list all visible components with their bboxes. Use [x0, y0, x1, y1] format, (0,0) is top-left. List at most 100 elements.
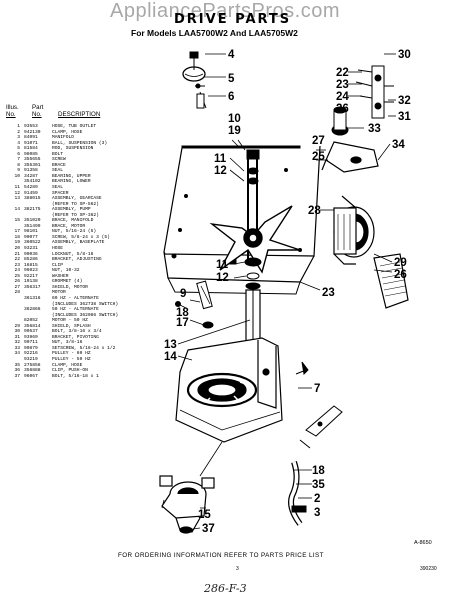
- parts-table-header: Illus. Part No. No. DESCRIPTION: [6, 104, 146, 118]
- callout-33: 33: [368, 123, 381, 135]
- part-description: MOTOR - 50 HZ: [52, 318, 88, 324]
- callout-18b: 18: [312, 465, 325, 477]
- figure-code: A-8650: [414, 540, 432, 546]
- part-description: BOLT: [52, 151, 64, 157]
- part-illus-no: 2: [17, 129, 20, 135]
- part-number: 351020: [24, 218, 41, 224]
- part-number: 362866: [24, 307, 41, 313]
- part-illus-no: 15: [14, 218, 20, 224]
- header-illus: Illus.: [6, 104, 19, 111]
- part-illus-no: 4: [17, 140, 20, 146]
- part-number: 93219: [24, 356, 38, 362]
- ordering-footer: FOR ORDERING INFORMATION REFER TO PARTS …: [118, 552, 324, 559]
- part-number: 19138: [24, 279, 38, 285]
- callout-4: 4: [228, 49, 235, 61]
- header-part-no: No.: [32, 111, 42, 118]
- part-number: 93553: [24, 124, 38, 129]
- part-description: BEARING, LOWER: [52, 179, 91, 185]
- callout-32: 32: [398, 95, 411, 107]
- part-illus-no: 3: [17, 135, 20, 141]
- part-number: 351499: [24, 223, 41, 229]
- callout-12: 12: [214, 165, 227, 177]
- part-illus-no: 36: [14, 368, 20, 374]
- lower-seals-shape: [244, 257, 262, 351]
- part-description: SHIELD, MOTOR: [52, 284, 88, 290]
- gearcase-shape: [175, 337, 283, 443]
- part-illus-no: 30: [14, 329, 20, 335]
- callout-26b: 26: [394, 269, 407, 281]
- callout-14: 14: [164, 351, 177, 363]
- suspension-rod-shape: [195, 83, 207, 109]
- part-description: SCREW: [52, 157, 66, 163]
- part-description: LOCKNUT, 5/8-16: [52, 251, 94, 257]
- part-number: 93231: [24, 246, 38, 252]
- callout-27: 27: [312, 135, 325, 147]
- callout-26: 26: [336, 103, 349, 115]
- doc-code: 390230: [420, 566, 437, 572]
- callout-2: 2: [314, 493, 320, 505]
- motor-shield-shape: [321, 141, 379, 173]
- part-illus-no: 5: [17, 146, 20, 152]
- callout-28: 28: [308, 205, 321, 217]
- parts-row: 15 351020 BRACE, MANIFOLD: [6, 218, 146, 224]
- part-number: 360522: [24, 240, 41, 246]
- part-illus-no: 21: [14, 251, 20, 257]
- handwritten-note: 286-F-3: [204, 582, 247, 595]
- part-illus-no: 28: [14, 290, 20, 296]
- part-description: CLAMP, HOSE: [52, 362, 83, 368]
- part-description: MOTOR: [52, 290, 66, 296]
- part-number: 98101: [24, 229, 38, 235]
- part-description: SPACER: [52, 190, 69, 196]
- parts-row: (REFER TO SP-562): [6, 202, 146, 208]
- part-description: WASHER: [52, 273, 69, 279]
- part-number: 96067: [24, 373, 38, 379]
- part-illus-no: 19: [14, 240, 20, 246]
- part-illus-no: 18: [14, 234, 20, 240]
- splash-shield-shape: [373, 253, 409, 309]
- part-number: 92217: [24, 273, 38, 279]
- part-number: 84091: [24, 135, 38, 141]
- part-description: SCREW, 5/8-24 x 3 (5): [52, 234, 110, 240]
- callout-10: 10: [228, 113, 241, 125]
- part-description: BRACE: [52, 162, 66, 168]
- part-description: SEAL: [52, 185, 64, 191]
- part-number: 91358: [24, 168, 38, 174]
- part-number: 90036: [24, 251, 38, 257]
- part-illus-no: 6: [17, 151, 20, 157]
- part-number: 82052: [24, 318, 38, 324]
- part-number: 81584: [24, 146, 38, 152]
- part-description: HOSE, TUB OUTLET: [52, 124, 97, 129]
- part-description: (INCLUDES 362086 SWITCH): [52, 312, 119, 318]
- part-number: 275858: [24, 362, 41, 368]
- part-illus-no: 33: [14, 345, 20, 351]
- part-description: SHIELD, SPLASH: [52, 323, 91, 329]
- part-description: BOLT, 5/16-18 x 1: [52, 373, 99, 379]
- header-description: DESCRIPTION: [58, 111, 101, 118]
- part-description: SEAL: [52, 168, 64, 174]
- part-illus-no: 12: [14, 190, 20, 196]
- part-number: 93969: [24, 334, 38, 340]
- part-description: BRACE, MANIFOLD: [52, 218, 94, 224]
- part-description: PULLEY - 60 HZ: [52, 351, 91, 357]
- pulley-shape: [331, 106, 349, 136]
- part-description: CLIP, PUSH-ON: [52, 368, 88, 374]
- part-illus-no: 27: [14, 284, 20, 290]
- part-description: 50 HZ - ALTERNATE: [52, 307, 99, 313]
